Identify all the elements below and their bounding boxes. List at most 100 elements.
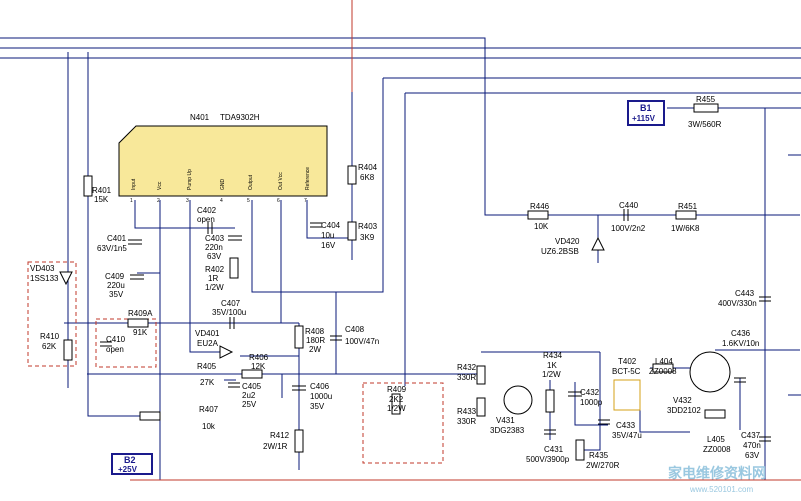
svg-text:R455: R455 — [696, 95, 716, 104]
svg-text:R433: R433 — [457, 407, 477, 416]
svg-text:C409: C409 — [105, 272, 125, 281]
svg-text:35V: 35V — [310, 402, 325, 411]
ic-pin-num-2: 2 — [157, 198, 160, 204]
ground-wires — [130, 0, 801, 481]
r446-label: R446 10K — [530, 202, 550, 231]
svg-text:180R: 180R — [306, 336, 325, 345]
vd401-symbol — [219, 345, 234, 359]
ic-pin-name-5: Output — [248, 174, 254, 190]
svg-text:V431: V431 — [496, 416, 515, 425]
svg-text:R409A: R409A — [128, 309, 153, 318]
svg-text:1R: 1R — [208, 274, 218, 283]
r451-label: R451 1W/6K8 — [671, 202, 700, 233]
svg-text:100V/2n2: 100V/2n2 — [611, 224, 646, 233]
svg-text:1.6KV/10n: 1.6KV/10n — [722, 339, 759, 348]
l404-symbol — [652, 363, 674, 373]
svg-text:10K: 10K — [534, 222, 549, 231]
svg-text:R451: R451 — [678, 202, 698, 211]
svg-text:1W/6K8: 1W/6K8 — [671, 224, 700, 233]
svg-text:2W: 2W — [309, 345, 321, 354]
svg-text:C436: C436 — [731, 329, 751, 338]
ic-pin-name-1: Input — [131, 178, 137, 190]
svg-text:63V: 63V — [207, 252, 222, 261]
svg-text:C403: C403 — [205, 234, 225, 243]
ic-pin-num-4: 4 — [220, 198, 223, 204]
svg-text:35V/100u: 35V/100u — [212, 308, 246, 317]
svg-text:R410: R410 — [40, 332, 60, 341]
svg-text:L404: L404 — [655, 357, 673, 366]
svg-text:16V: 16V — [321, 241, 336, 250]
r407-symbol — [139, 411, 161, 421]
svg-text:400V/330n: 400V/330n — [718, 299, 757, 308]
r408-symbol — [294, 325, 304, 349]
svg-text:C437: C437 — [741, 431, 761, 440]
r451-symbol — [675, 210, 697, 220]
ic-ref: N401 — [190, 113, 210, 122]
svg-text:R446: R446 — [530, 202, 550, 211]
svg-text:R408: R408 — [305, 327, 325, 336]
svg-text:C408: C408 — [345, 325, 365, 334]
t402-symbol — [613, 379, 641, 411]
svg-text:1000u: 1000u — [310, 392, 332, 401]
ic-pin-num-3: 3 — [186, 198, 189, 204]
svg-text:R435: R435 — [589, 451, 609, 460]
ic-pin-name-3: Pump Up — [187, 169, 193, 190]
watermark-url: www.520101.com — [689, 485, 753, 494]
svg-text:1SS133: 1SS133 — [30, 274, 59, 283]
svg-text:VD401: VD401 — [195, 329, 220, 338]
svg-text:220n: 220n — [205, 243, 223, 252]
svg-text:open: open — [197, 215, 215, 224]
svg-text:B2: B2 — [124, 455, 136, 465]
watermark-title: 家电维修资料网 — [668, 465, 766, 481]
svg-text:2u2: 2u2 — [242, 391, 256, 400]
vd420-symbol — [591, 236, 605, 251]
svg-text:C406: C406 — [310, 382, 330, 391]
v431-symbol — [503, 385, 533, 415]
ic-pin-name-4: GND — [220, 179, 226, 191]
r406-symbol — [241, 369, 263, 379]
svg-text:C401: C401 — [107, 234, 127, 243]
svg-text:L405: L405 — [707, 435, 725, 444]
svg-text:2K2: 2K2 — [389, 395, 404, 404]
l405-symbol — [704, 409, 726, 419]
v432-symbol — [689, 351, 731, 393]
ic-part: TDA9302H — [220, 113, 260, 122]
svg-text:R402: R402 — [205, 265, 225, 274]
r410-symbol — [63, 339, 73, 361]
svg-text:10k: 10k — [202, 422, 216, 431]
svg-text:C432: C432 — [580, 388, 600, 397]
svg-text:3DG2383: 3DG2383 — [490, 426, 525, 435]
svg-text:R412: R412 — [270, 431, 290, 440]
r455-symbol — [693, 103, 719, 113]
svg-text:C433: C433 — [616, 421, 636, 430]
r409-symbol — [391, 393, 401, 415]
ic-pin-names: Input Vcc Pump Up GND Output Out Vcc Ref… — [131, 167, 311, 190]
svg-text:35V: 35V — [109, 290, 124, 299]
svg-text:+115V: +115V — [632, 114, 656, 123]
svg-text:V432: V432 — [673, 396, 692, 405]
ic-pin-name-2: Vcc — [157, 181, 163, 190]
svg-text:R407: R407 — [199, 405, 219, 414]
ic-pin-num-7: 7 — [304, 198, 307, 204]
optional-component-boxes — [27, 261, 444, 464]
r434-symbol — [545, 389, 555, 413]
